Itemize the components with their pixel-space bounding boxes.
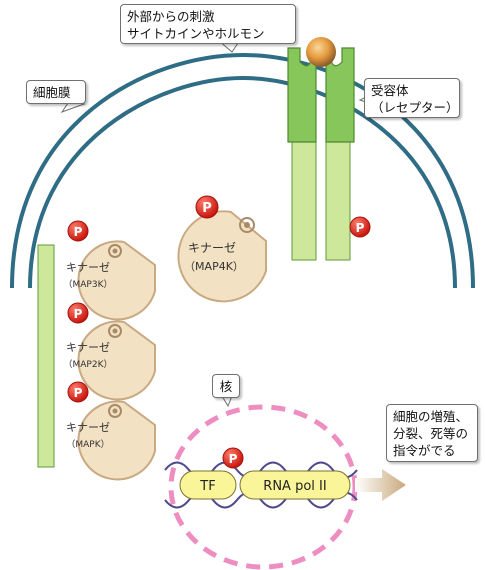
ligand <box>306 37 336 67</box>
svg-text:P: P <box>229 452 238 466</box>
kinase-mapk: キナーゼ （MAPK） <box>66 400 156 481</box>
kinase-map4k-name: キナーゼ <box>188 241 236 255</box>
phosphate-icon: P <box>349 216 371 238</box>
kinase-map4k-sub: （MAP4K） <box>184 260 244 273</box>
svg-text:RNA pol II: RNA pol II <box>263 479 326 494</box>
output-arrow <box>355 469 406 501</box>
phosphate-icon: P <box>67 302 89 324</box>
kinase-map2k-sub: （MAP2K） <box>64 359 113 370</box>
phosphate-icon: P <box>222 447 244 469</box>
svg-text:P: P <box>74 307 83 321</box>
receptor <box>287 37 355 261</box>
membrane-label: 細胞膜 <box>26 80 86 104</box>
stimulus-callout: 外部からの刺激 サイトカインやホルモン <box>120 4 296 44</box>
cell-membrane <box>10 52 475 289</box>
kinase-map2k: キナーゼ （MAP2K） <box>64 320 156 401</box>
kinase-map3k: キナーゼ （MAP3K） <box>64 240 156 321</box>
phosphate-icon: P <box>67 220 89 242</box>
rna-pol-box: RNA pol II <box>239 470 351 500</box>
kinase-mapk-name: キナーゼ <box>66 421 110 434</box>
kinase-map2k-name: キナーゼ <box>66 341 110 354</box>
kinase-eye <box>239 217 255 233</box>
nucleus-label: 核 <box>212 374 240 398</box>
kinase-map4k: キナーゼ （MAP4K） <box>177 210 267 303</box>
svg-text:P: P <box>74 225 83 239</box>
scaffold-bar <box>37 244 55 468</box>
phosphate-icon: P <box>67 381 89 403</box>
tf-box: TF <box>179 470 237 500</box>
kinase-mapk-sub: （MAPK） <box>66 439 109 450</box>
receptor-callout: 受容体 （レセプター） <box>364 78 460 118</box>
svg-text:TF: TF <box>199 479 215 494</box>
svg-text:P: P <box>74 386 83 400</box>
outcome-callout: 細胞の増殖、 分裂、死等の 指令がでる <box>386 404 478 462</box>
svg-text:P: P <box>202 201 212 216</box>
kinase-map3k-name: キナーゼ <box>66 261 110 274</box>
svg-text:P: P <box>356 221 365 235</box>
kinase-map3k-sub: （MAP3K） <box>64 279 113 290</box>
phosphate-icon: P <box>195 195 219 219</box>
